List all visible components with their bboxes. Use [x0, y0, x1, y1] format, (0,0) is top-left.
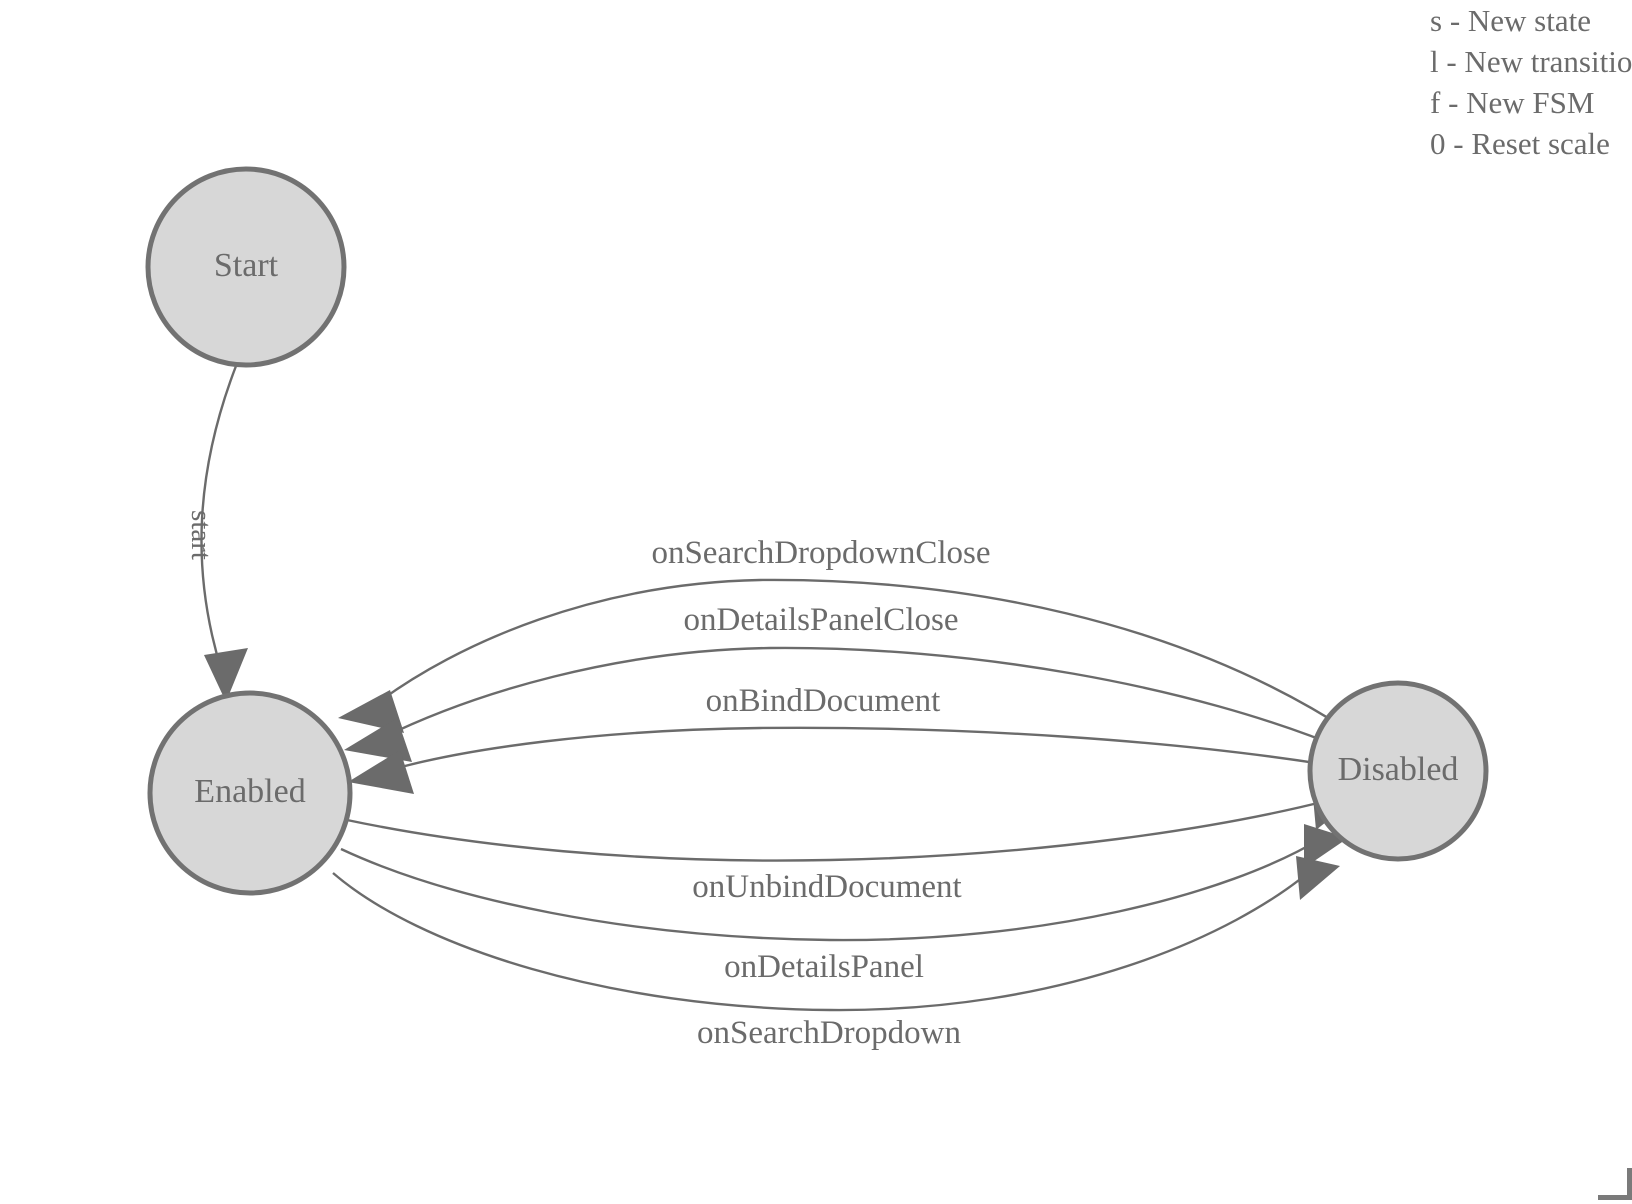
- legend-line-new-fsm: f - New FSM: [1430, 85, 1595, 120]
- edge-on-search-dropdown-close[interactable]: [338, 578, 1353, 735]
- edge-on-search-dropdown-path: [332, 867, 1315, 1012]
- edge-on-search-dropdown-close-path: [371, 578, 1353, 735]
- edge-on-unbind-document[interactable]: [346, 786, 1356, 862]
- edge-on-search-dropdown[interactable]: [332, 856, 1340, 1012]
- node-disabled-label: Disabled: [1338, 751, 1459, 788]
- edge-label-on-details-panel: onDetailsPanel: [724, 949, 924, 985]
- edge-on-details-panel-close[interactable]: [344, 646, 1350, 762]
- legend-line-new-state: s - New state: [1430, 3, 1591, 38]
- node-enabled-label: Enabled: [194, 773, 305, 810]
- edge-on-bind-document-path: [389, 726, 1348, 772]
- node-start[interactable]: Start: [145, 166, 347, 368]
- resize-handle-horizontal-bar: [1598, 1195, 1632, 1200]
- legend-line-new-transition: l - New transition: [1430, 44, 1632, 79]
- edge-on-bind-document[interactable]: [348, 726, 1348, 794]
- node-enabled-circle: [147, 690, 353, 896]
- edge-start-arrowhead: [204, 648, 248, 702]
- edge-on-search-dropdown-close-arrowhead: [338, 690, 404, 733]
- edge-label-on-bind-document: onBindDocument: [706, 683, 941, 719]
- keyboard-shortcuts-legend: s - New state l - New transition f - New…: [1430, 0, 1632, 164]
- edge-label-on-unbind-document: onUnbindDocument: [692, 869, 961, 905]
- resize-handle[interactable]: [1596, 1168, 1632, 1200]
- edge-on-unbind-document-path: [346, 798, 1331, 862]
- node-disabled[interactable]: Disabled: [1307, 680, 1489, 862]
- resize-handle-vertical-bar: [1627, 1168, 1632, 1200]
- edge-start[interactable]: [200, 365, 248, 702]
- edge-on-details-panel-close-arrowhead: [344, 718, 412, 762]
- edge-label-start: start: [185, 510, 217, 560]
- edge-on-search-dropdown-arrowhead: [1296, 856, 1340, 900]
- edge-on-details-panel-path: [340, 836, 1323, 942]
- node-enabled[interactable]: Enabled: [147, 690, 353, 896]
- node-start-label: Start: [214, 247, 279, 284]
- legend-line-reset-scale: 0 - Reset scale: [1430, 126, 1610, 161]
- edge-on-details-panel-close-path: [381, 646, 1350, 753]
- node-start-circle: [145, 166, 347, 368]
- edge-label-on-search-dropdown: onSearchDropdown: [697, 1015, 961, 1051]
- node-disabled-circle: [1307, 680, 1489, 862]
- edge-start-path: [200, 365, 238, 673]
- edge-on-bind-document-arrowhead: [348, 750, 414, 794]
- edge-label-on-search-dropdown-close: onSearchDropdownClose: [651, 535, 990, 571]
- edge-label-on-details-panel-close: onDetailsPanelClose: [684, 602, 959, 638]
